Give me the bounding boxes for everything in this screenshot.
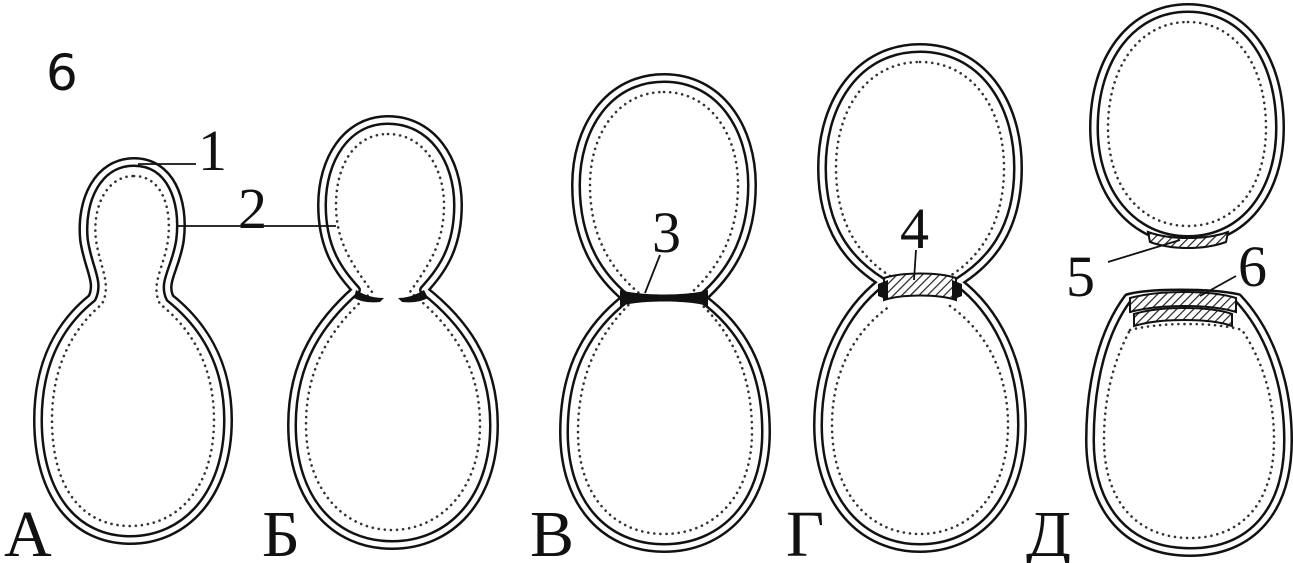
- stage-v-cell: [564, 78, 766, 548]
- stage-d-daughter-cell: [1094, 8, 1280, 248]
- callout-2: 2: [238, 176, 267, 241]
- figure-number: 6: [46, 44, 78, 102]
- callout-6: 6: [1238, 234, 1267, 299]
- leader-5: [1108, 240, 1180, 262]
- stage-label-g: Г: [786, 498, 824, 563]
- callout-5: 5: [1066, 244, 1095, 309]
- stage-a-cell: [38, 162, 228, 540]
- stage-label-b: Б: [262, 498, 300, 563]
- stage-g-cell: [818, 48, 1022, 548]
- stage-d-mother-cell: [1090, 292, 1288, 552]
- callout-4: 4: [900, 196, 929, 261]
- stage-b-cell: [292, 120, 494, 545]
- callout-1: 1: [198, 118, 227, 183]
- callout-3: 3: [652, 200, 681, 265]
- stage-label-v: В: [530, 498, 574, 563]
- stage-label-d: Д: [1026, 498, 1071, 563]
- stage-label-a: А: [4, 498, 52, 563]
